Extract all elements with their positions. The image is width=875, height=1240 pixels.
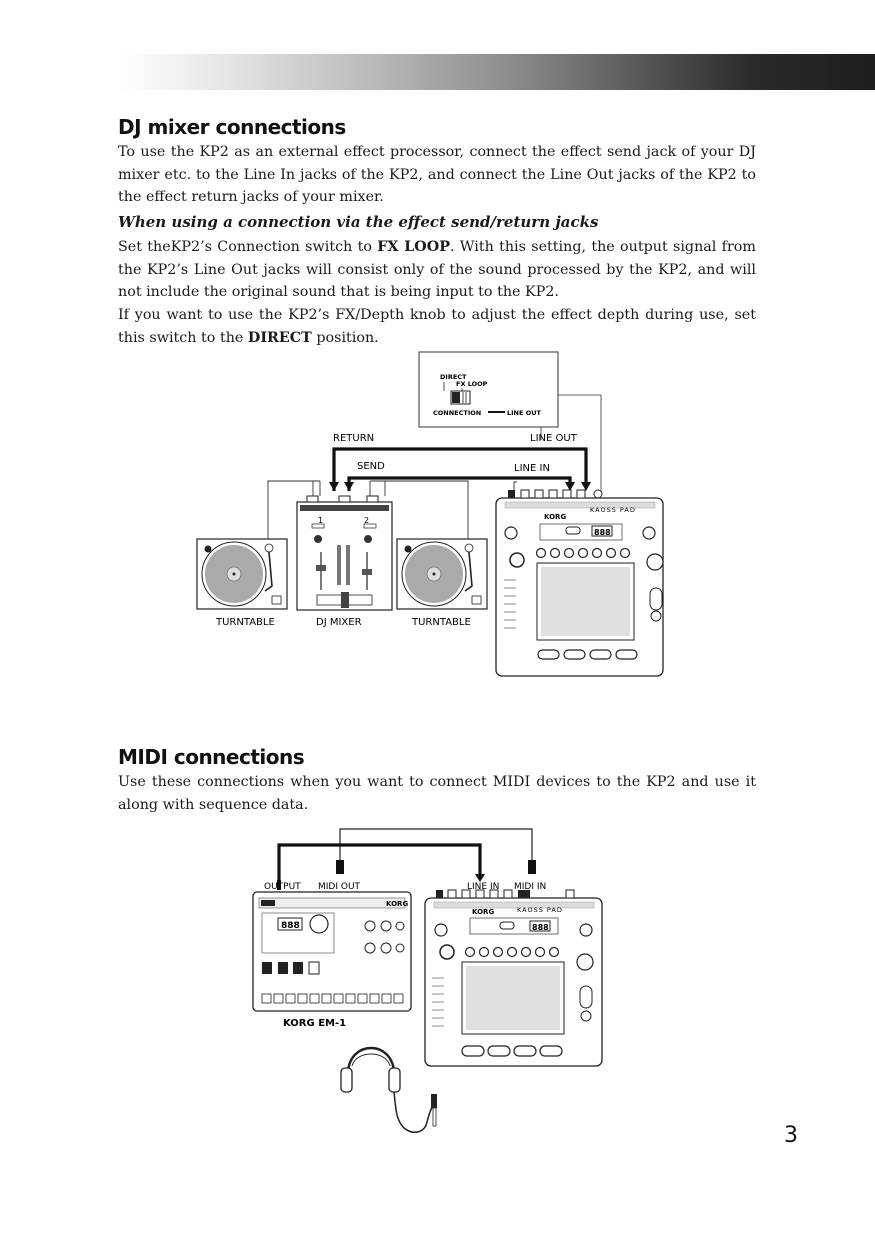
- direct-term: DIRECT: [247, 329, 312, 346]
- dj-connection-diagram: DIRECT FX LOOP CONNECTION LINE OUT RETUR…: [196, 351, 664, 677]
- headphones-icon: [340, 1046, 437, 1133]
- dj-intro-paragraph: To use the KP2 as an external effect pro…: [118, 144, 756, 206]
- midi-intro-paragraph: Use these connections when you want to c…: [118, 774, 756, 813]
- em1-label: KORG EM-1: [283, 1018, 346, 1029]
- switch-direct-label: DIRECT: [440, 373, 467, 381]
- kp-midi-display: 888: [532, 923, 549, 932]
- kaoss-pad-device: KORG KAOSS PAD 888: [495, 489, 664, 677]
- em1-display: 888: [281, 921, 300, 931]
- midi-line-in-label: LINE IN: [467, 882, 499, 892]
- switch-fxloop-label: FX LOOP: [456, 380, 488, 388]
- header-gradient-bar: [118, 54, 875, 90]
- kp-display: 888: [594, 528, 611, 537]
- em1-brand: KORG: [386, 900, 408, 908]
- dj-subheading: When using a connection via the effect s…: [118, 213, 599, 231]
- korg-em1-device: KORG 888: [252, 891, 412, 1012]
- connection-label: CONNECTION: [433, 409, 481, 417]
- dj-mixer-label: DJ MIXER: [316, 617, 362, 628]
- mixer-ch2-label: 2: [364, 516, 369, 525]
- mixer-ch1-label: 1: [318, 516, 323, 525]
- midi-cables: [277, 843, 482, 890]
- line-out-label: LINE OUT: [530, 433, 578, 444]
- dj-mixer: 1 2: [296, 495, 393, 611]
- turntable-right-label: TURNTABLE: [411, 617, 471, 628]
- output-label: OUTPUT: [264, 882, 301, 892]
- kp-midi-name: KAOSS PAD: [517, 906, 563, 914]
- kp-brand: KORG: [544, 513, 566, 521]
- midi-section-heading: MIDI connections: [118, 745, 305, 769]
- return-label: RETURN: [333, 433, 374, 444]
- midi-connection-diagram: OUTPUT MIDI OUT LINE IN MIDI IN KORG 888…: [252, 828, 603, 1133]
- dj-section-heading: DJ mixer connections: [118, 115, 346, 139]
- kaoss-pad-midi-device: KORG KAOSS PAD 888: [424, 889, 603, 1067]
- send-label: SEND: [357, 461, 385, 472]
- dj-fxloop-paragraph: Set theKP2’s Connection switch to FX LOO…: [118, 239, 756, 301]
- turntable-left: [196, 538, 288, 610]
- connection-switch-inset: DIRECT FX LOOP CONNECTION LINE OUT: [418, 351, 559, 428]
- inset-line-out-label: LINE OUT: [507, 409, 542, 417]
- kp-name: KAOSS PAD: [590, 506, 636, 514]
- dj-direct-paragraph: If you want to use the KP2’s FX/Depth kn…: [118, 307, 756, 346]
- page-number: 3: [784, 1123, 798, 1148]
- midi-in-label: MIDI IN: [514, 882, 546, 892]
- turntable-right: [396, 538, 488, 610]
- turntable-left-label: TURNTABLE: [215, 617, 275, 628]
- fx-loop-term: FX LOOP: [377, 239, 450, 255]
- line-in-label: LINE IN: [514, 463, 550, 474]
- midi-out-label: MIDI OUT: [318, 882, 361, 892]
- kp-midi-brand: KORG: [472, 908, 494, 916]
